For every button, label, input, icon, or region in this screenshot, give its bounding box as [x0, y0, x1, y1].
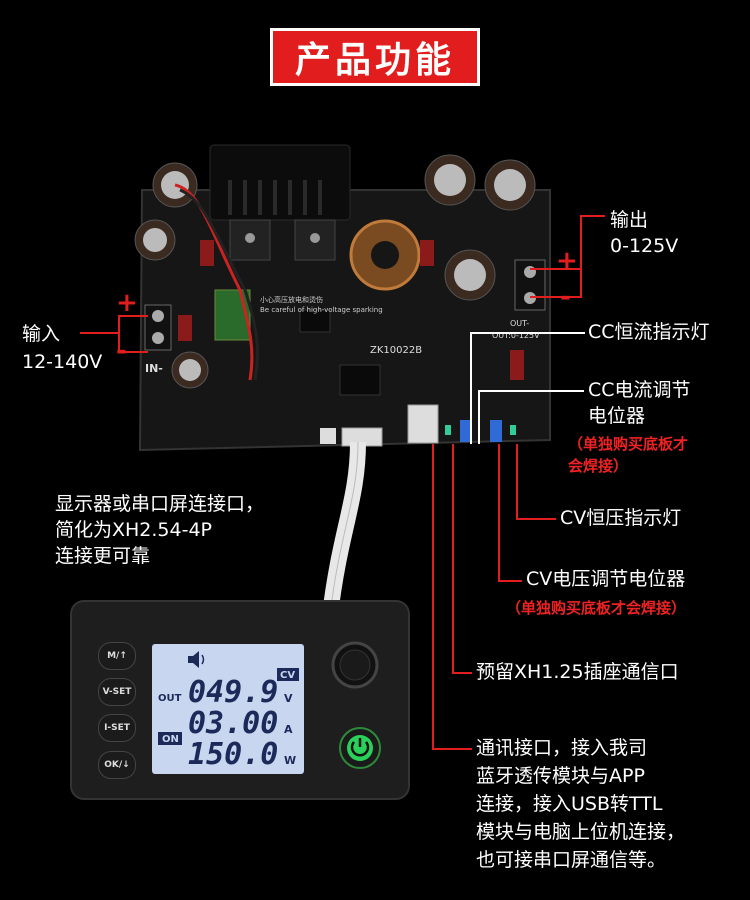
- cv-pot-label: CV电压调节电位器: [526, 568, 686, 590]
- lcd-mode: CV: [280, 670, 295, 681]
- board-out-label: OUT-: [510, 319, 529, 328]
- power-icon: [350, 738, 370, 757]
- output-title: 输出: [610, 209, 649, 231]
- power-button[interactable]: [338, 726, 382, 770]
- board-in-label: IN-: [145, 362, 163, 375]
- menu-up-button[interactable]: M/↑: [98, 642, 136, 670]
- ribbon-cable: [322, 441, 366, 616]
- speaker-icon: [188, 651, 205, 668]
- output-plus-sign: +: [556, 246, 578, 276]
- page-title: 产品功能: [294, 40, 455, 81]
- board-warning-en: Be careful of high-voltage sparking: [260, 306, 383, 314]
- iset-button[interactable]: I-SET: [98, 714, 136, 742]
- cv-pot-icon: [490, 420, 502, 442]
- cc-led-icon: [445, 425, 451, 435]
- cc-pot-note-2: 会焊接）: [568, 457, 629, 475]
- inductor-icon: [349, 219, 421, 291]
- lcd-voltage: 049.9: [188, 675, 278, 710]
- input-range: 12-140V: [22, 351, 103, 373]
- lcd-current-unit: A: [284, 723, 293, 736]
- ok-down-button[interactable]: OK/↓: [98, 751, 136, 779]
- lcd-screen: CV OUT ON 049.9 V 03.00 A 150.0 W: [152, 644, 304, 774]
- cc-pot-label-2: 电位器: [588, 405, 646, 427]
- lcd-current: 03.00: [188, 706, 278, 741]
- cc-indicator-label: CC恒流指示灯: [588, 321, 710, 343]
- board-model: ZK10022B: [370, 345, 422, 356]
- display-port-label-2: 简化为XH2.54-4P: [55, 519, 213, 541]
- display-port-label-3: 连接更可靠: [55, 545, 151, 567]
- comm-port-label-3: 连接，接入USB转TTL: [476, 793, 663, 815]
- display-port-label-1: 显示器或串口屏连接口，: [55, 493, 265, 515]
- cv-led-icon: [510, 425, 516, 435]
- lcd-voltage-unit: V: [284, 692, 293, 705]
- lcd-on-tag: ON: [162, 734, 179, 745]
- pcb-base: [138, 189, 551, 452]
- input-plus-sign: +: [116, 288, 138, 318]
- output-range: 0-125V: [610, 235, 679, 257]
- cc-pot-icon: [460, 420, 472, 442]
- page-title-box: 产品功能: [270, 28, 480, 86]
- comm-port-label-1: 通讯接口，接入我司: [476, 737, 648, 759]
- lcd-power: 150.0: [188, 737, 278, 772]
- cc-pot-label-1: CC电流调节: [588, 379, 691, 401]
- board-warning-cn: 小心高压放电和烫伤: [260, 295, 323, 304]
- pcb-board: 小心高压放电和烫伤 Be careful of high-voltage spa…: [134, 144, 551, 452]
- lcd-power-unit: W: [284, 754, 296, 767]
- cc-pot-note-1: （单独购买底板才: [568, 435, 689, 453]
- xh125-port-label: 预留XH1.25插座通信口: [476, 661, 679, 683]
- cv-pot-note: （单独购买底板才会焊接）: [506, 599, 687, 617]
- xh125-connector-icon: [407, 404, 439, 444]
- rotary-knob[interactable]: [330, 640, 380, 690]
- comm-port-label-5: 也可接串口屏通信等。: [476, 849, 667, 871]
- comm-port-label-4: 模块与电脑上位机连接，: [476, 821, 686, 843]
- cv-indicator-label: CV恒压指示灯: [560, 507, 682, 529]
- lcd-out-tag: OUT: [158, 693, 182, 704]
- comm-port-label-2: 蓝牙透传模块与APP: [476, 765, 645, 787]
- vset-button[interactable]: V-SET: [98, 678, 136, 706]
- input-title: 输入: [22, 323, 61, 345]
- board-out-range: OUT:0-125V: [492, 331, 540, 340]
